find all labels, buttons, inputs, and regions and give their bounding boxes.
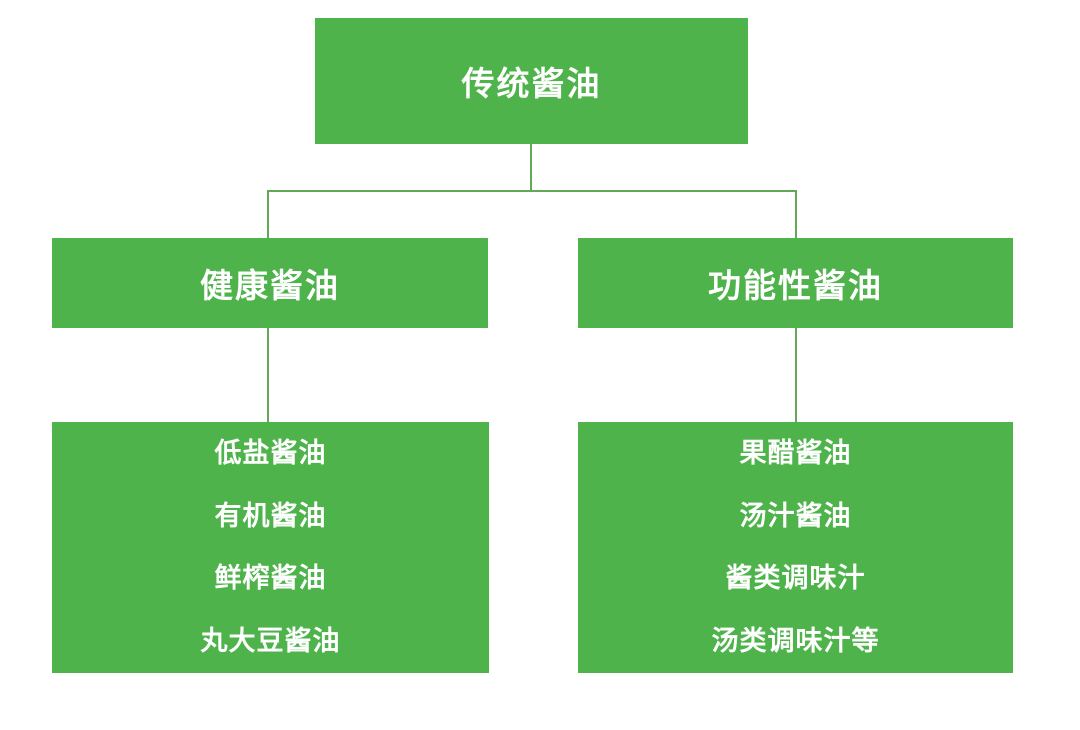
connector-horizontal-span (267, 190, 797, 192)
list-item: 果醋酱油 (739, 437, 852, 468)
node-root: 传统酱油 (315, 18, 748, 144)
node-branch-left: 健康酱油 (52, 238, 488, 328)
node-leaf-list-left: 低盐酱油 有机酱油 鲜榨酱油 丸大豆酱油 (52, 422, 489, 673)
connector-left-leaf-down (267, 328, 269, 422)
node-root-label: 传统酱油 (461, 65, 602, 102)
node-leaf-list-right: 果醋酱油 汤汁酱油 酱类调味汁 汤类调味汁等 (578, 422, 1013, 673)
list-item: 鲜榨酱油 (214, 563, 327, 594)
node-branch-right-label: 功能性酱油 (708, 267, 883, 304)
connector-root-down (530, 143, 532, 191)
node-branch-left-label: 健康酱油 (200, 267, 340, 304)
connector-right-leaf-down (795, 328, 797, 422)
list-item: 酱类调味汁 (725, 563, 866, 594)
list-item: 汤类调味汁等 (711, 626, 880, 657)
list-item: 有机酱油 (214, 500, 327, 531)
list-item: 汤汁酱油 (739, 500, 852, 531)
list-item: 低盐酱油 (214, 437, 327, 468)
list-item: 丸大豆酱油 (200, 626, 341, 657)
connector-right-branch-down (795, 190, 797, 238)
connector-left-branch-down (267, 190, 269, 238)
node-branch-right: 功能性酱油 (578, 238, 1013, 328)
